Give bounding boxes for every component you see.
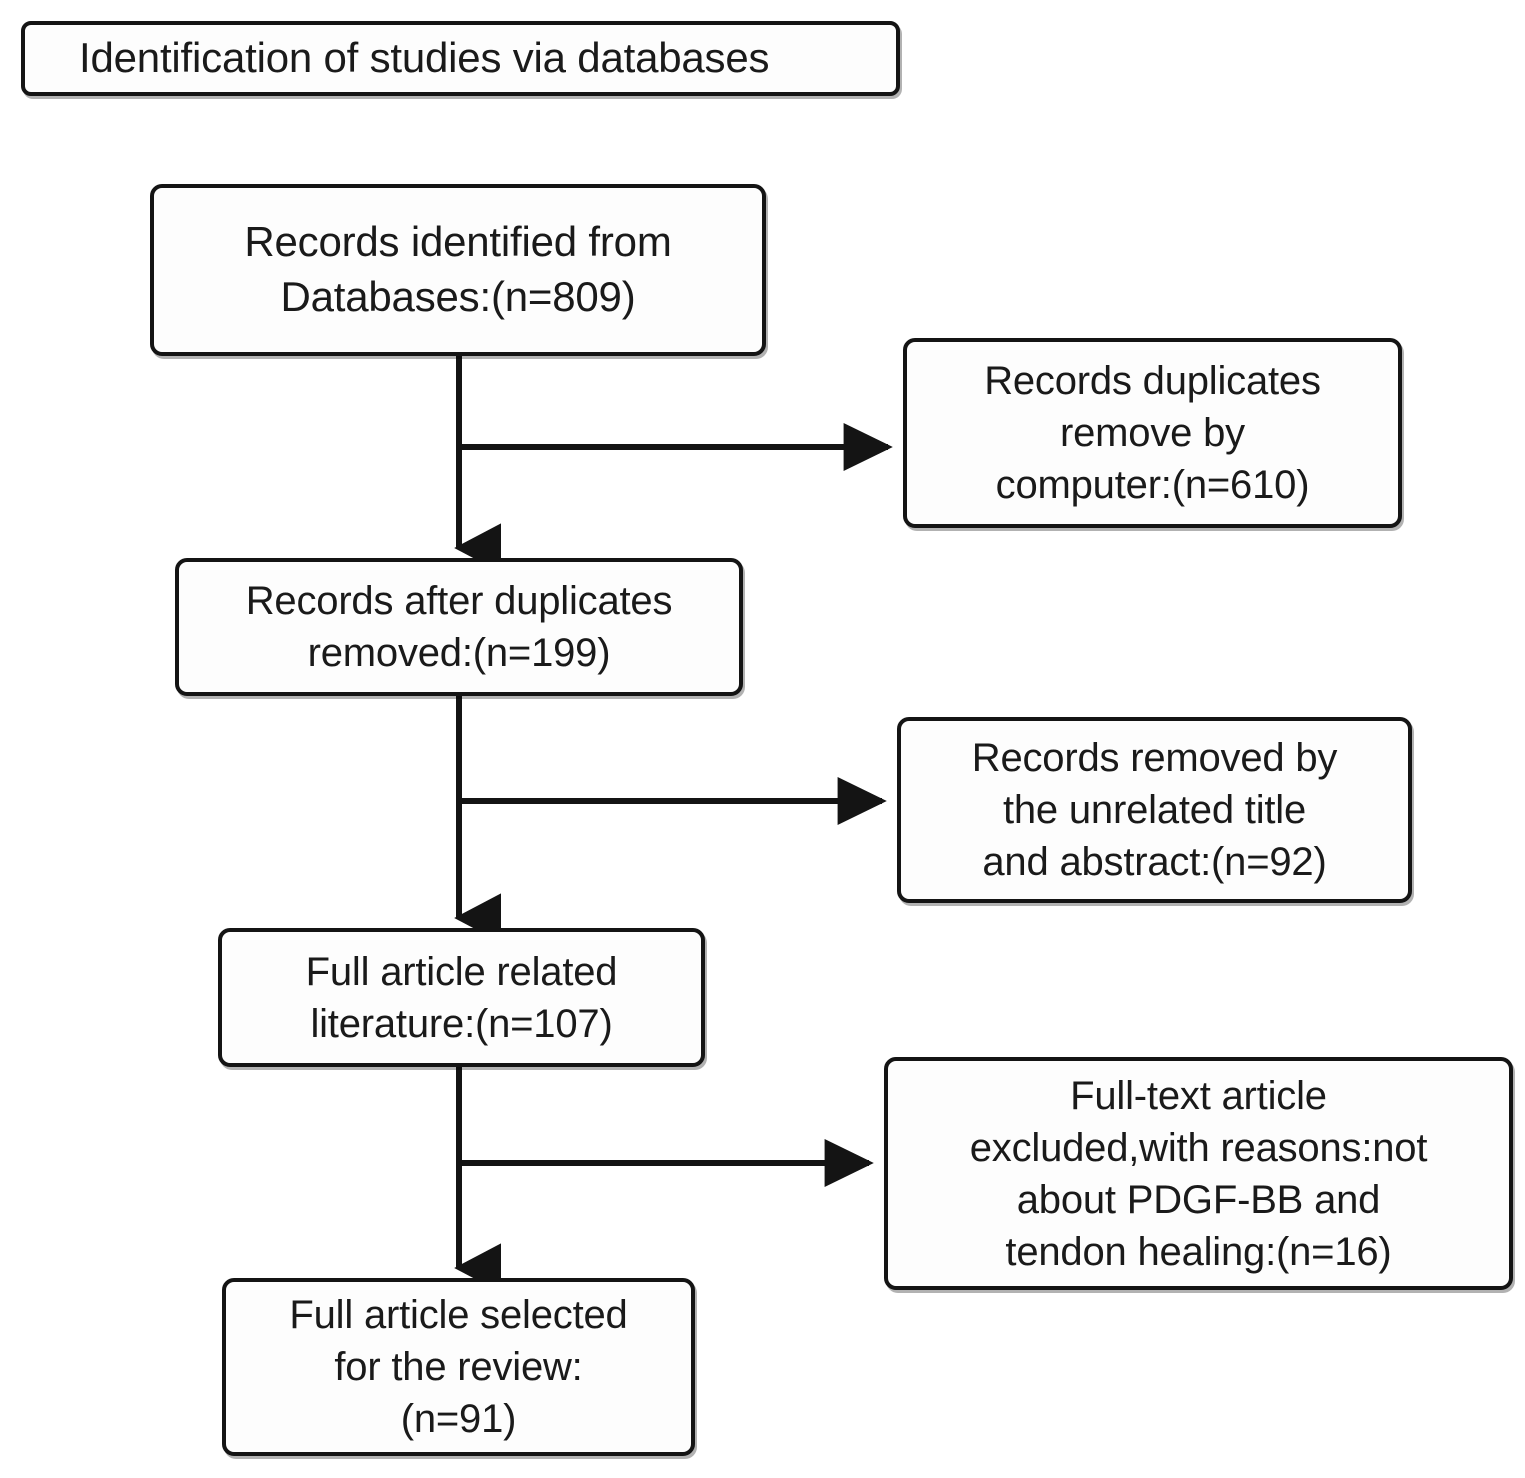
node-full-text-excluded-label: Full-text article excluded,with reasons:… (969, 1073, 1428, 1274)
header-identification-box: Identification of studies via databases (21, 21, 900, 96)
node-records-removed-title-abstract-label: Records removed by the unrelated title a… (971, 736, 1338, 884)
node-records-after-duplicates-label: Records after duplicates removed:(n=199) (245, 579, 673, 675)
node-full-article-selected: Full article selected for the review: (n… (222, 1278, 695, 1456)
node-records-identified-label: Records identified from Databases:(n=809… (244, 218, 672, 320)
node-full-text-excluded: Full-text article excluded,with reasons:… (884, 1057, 1513, 1290)
header-label: Identification of studies via databases (79, 34, 770, 82)
node-records-duplicates-removed-label: Records duplicates remove by computer:(n… (984, 359, 1321, 507)
node-full-article-selected-label: Full article selected for the review: (n… (289, 1293, 628, 1441)
node-full-article-related-label: Full article related literature:(n=107) (305, 949, 618, 1046)
node-records-after-duplicates: Records after duplicates removed:(n=199) (175, 558, 743, 696)
node-records-duplicates-removed: Records duplicates remove by computer:(n… (903, 338, 1402, 528)
node-records-identified: Records identified from Databases:(n=809… (150, 184, 766, 356)
node-full-article-related: Full article related literature:(n=107) (218, 928, 705, 1067)
node-records-removed-title-abstract: Records removed by the unrelated title a… (897, 717, 1412, 903)
